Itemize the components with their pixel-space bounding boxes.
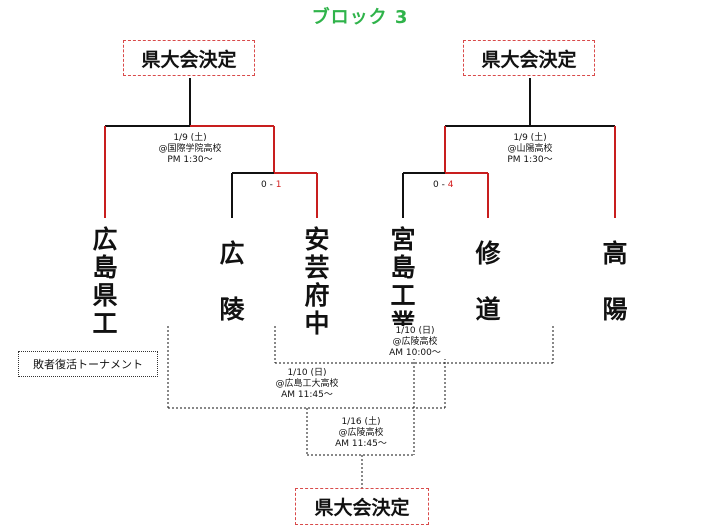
right-score-sep: - xyxy=(438,180,448,190)
left-score-winner: 1 xyxy=(275,180,282,190)
repechage-r1-venue: @広陵高校 xyxy=(392,337,438,347)
team-hiroshimakenko: 広島県工 xyxy=(88,226,122,338)
repechage-label: 敗者復活トーナメント xyxy=(18,351,158,377)
left-score-sep: - xyxy=(266,180,276,190)
left-semi-score: 0 - 1 xyxy=(261,180,281,190)
repechage-r2-info: 1/10 (日) @広島工大高校 AM 11:45〜 xyxy=(262,368,352,401)
page-title: ブロック 3 xyxy=(311,7,409,28)
repechage-final-time: AM 11:45〜 xyxy=(335,439,387,449)
repechage-r1-date: 1/10 (日) xyxy=(395,326,435,336)
right-score-loser: 0 xyxy=(433,180,439,190)
repechage-r1-info: 1/10 (日) @広陵高校 AM 10:00〜 xyxy=(380,326,450,359)
repechage-final-info: 1/16 (土) @広陵高校 AM 11:45〜 xyxy=(325,417,397,450)
right-score-winner: 4 xyxy=(447,180,454,190)
team-akifuchu-label: 安芸府中 xyxy=(304,225,330,338)
team-koyo-label: 高陽 xyxy=(602,239,628,324)
team-koryo-label: 広陵 xyxy=(219,239,245,324)
repechage-final-venue: @広陵高校 xyxy=(338,428,384,438)
team-koryo: 広陵 xyxy=(215,226,249,338)
left-match-venue: @国際学院高校 xyxy=(158,144,222,154)
right-match-venue: @山陽高校 xyxy=(507,144,553,154)
repechage-r1-time: AM 10:00〜 xyxy=(389,348,441,358)
right-match-date: 1/9 (土) xyxy=(513,133,547,143)
repechage-r2-time: AM 11:45〜 xyxy=(281,390,333,400)
left-qualify-box: 県大会決定 xyxy=(123,40,255,76)
team-hiroshimakenko-label: 広島県工 xyxy=(92,225,118,338)
left-match-info: 1/9 (土) @国際学院高校 PM 1:30〜 xyxy=(150,133,230,166)
repechage-r2-date: 1/10 (日) xyxy=(287,368,327,378)
right-qualify-box: 県大会決定 xyxy=(463,40,595,76)
team-shudo: 修道 xyxy=(471,226,505,338)
right-match-info: 1/9 (土) @山陽高校 PM 1:30〜 xyxy=(490,133,570,166)
repechage-qualify-box: 県大会決定 xyxy=(295,488,429,525)
team-miyajimakogyo: 宮島工業 xyxy=(386,226,420,338)
right-match-time: PM 1:30〜 xyxy=(507,155,553,165)
left-score-loser: 0 xyxy=(261,180,267,190)
repechage-r2-venue: @広島工大高校 xyxy=(275,379,339,389)
team-koyo: 高陽 xyxy=(598,226,632,338)
left-match-time: PM 1:30〜 xyxy=(167,155,213,165)
left-match-date: 1/9 (土) xyxy=(173,133,207,143)
right-semi-score: 0 - 4 xyxy=(433,180,453,190)
team-shudo-label: 修道 xyxy=(475,239,501,324)
repechage-final-date: 1/16 (土) xyxy=(341,417,381,427)
team-akifuchu: 安芸府中 xyxy=(300,226,334,338)
team-miyajimakogyo-label: 宮島工業 xyxy=(390,225,416,338)
